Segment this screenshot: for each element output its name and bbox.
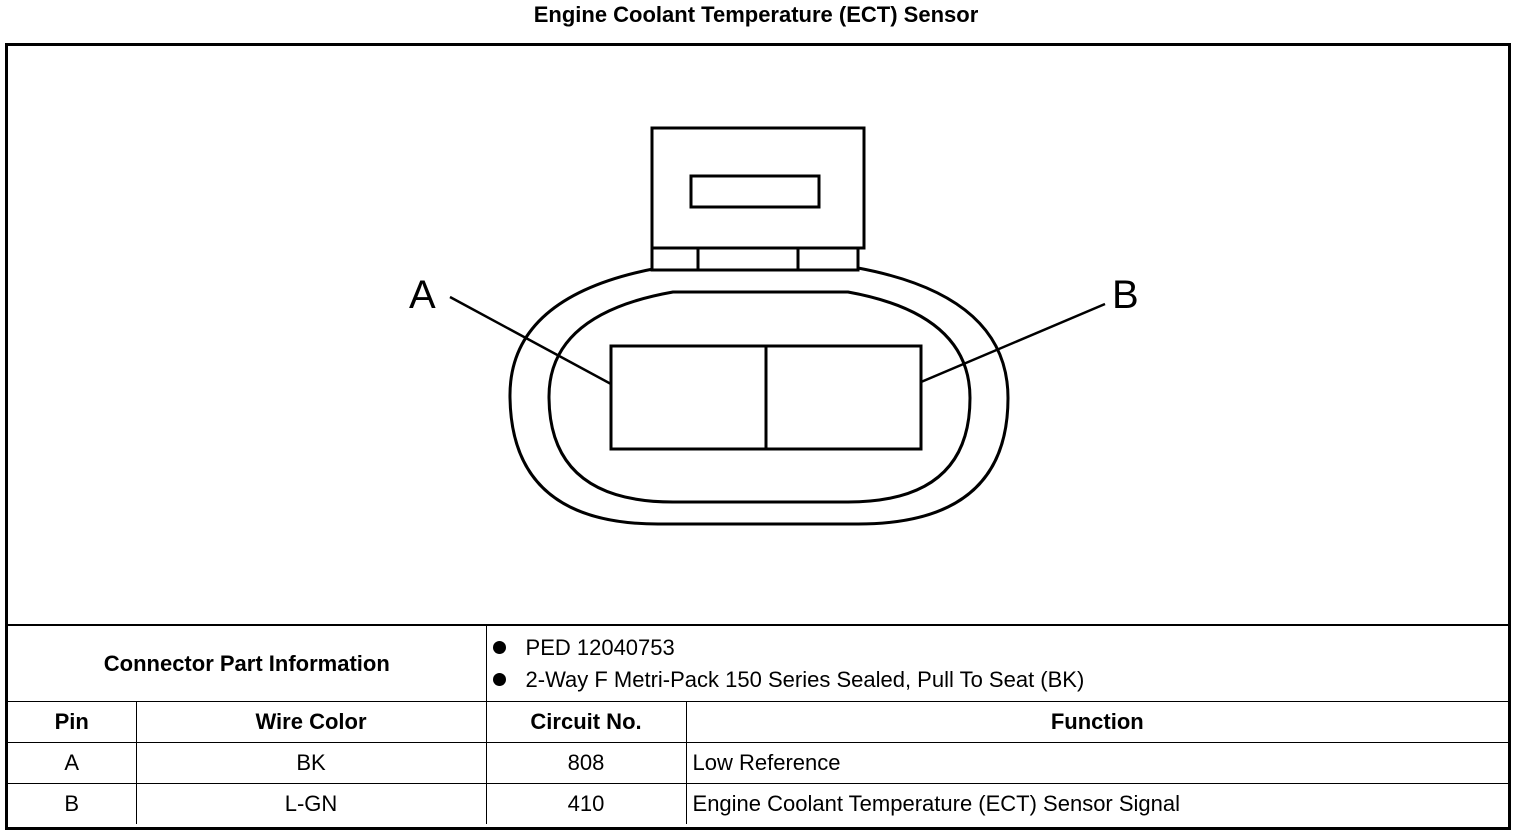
header-function: Function	[685, 701, 1509, 743]
header-circuit-no: Circuit No.	[485, 701, 687, 743]
connector-diagram: A B	[8, 46, 1508, 624]
cell-wire-color: BK	[135, 742, 487, 784]
connector-info-row: Connector Part Information PED 12040753 …	[8, 624, 1509, 702]
connector-info-item: PED 12040753	[525, 634, 675, 660]
connector-frame: A B Connector Part Information PED 12040…	[5, 43, 1511, 830]
locking-tab-slot	[689, 174, 821, 209]
connector-info-label: Connector Part Information	[8, 624, 487, 702]
table-row: B L-GN 410 Engine Coolant Temperature (E…	[8, 783, 1509, 824]
header-pin: Pin	[8, 701, 137, 743]
list-item: 2-Way F Metri-Pack 150 Series Sealed, Pu…	[492, 664, 1503, 696]
cavity-a	[609, 344, 768, 451]
list-item: PED 12040753	[492, 632, 1503, 664]
table-row: A BK 808 Low Reference	[8, 742, 1509, 784]
bullet-icon	[492, 673, 506, 686]
page-title: Engine Coolant Temperature (ECT) Sensor	[533, 2, 979, 27]
leader-line-a	[449, 295, 612, 386]
pin-label-b: B	[1112, 273, 1139, 317]
outer-seal	[508, 266, 1010, 526]
locking-tab	[650, 126, 866, 250]
cell-pin: A	[8, 742, 137, 784]
connector-face-drawing: A B	[409, 126, 1139, 526]
inner-body	[547, 290, 972, 504]
connector-info-list: PED 12040753 2-Way F Metri-Pack 150 Seri…	[485, 624, 1509, 702]
bullet-icon	[492, 641, 506, 654]
tab-base	[650, 246, 860, 272]
header-wire-color: Wire Color	[135, 701, 487, 743]
cell-function: Engine Coolant Temperature (ECT) Sensor …	[685, 783, 1509, 824]
cell-circuit-no: 808	[485, 742, 687, 784]
cell-circuit-no: 410	[485, 783, 687, 824]
leader-line-b	[920, 302, 1106, 384]
cell-pin: B	[8, 783, 137, 824]
cell-function: Low Reference	[685, 742, 1509, 784]
table-header-row: Pin Wire Color Circuit No. Function	[8, 701, 1509, 743]
connector-info-item: 2-Way F Metri-Pack 150 Series Sealed, Pu…	[525, 666, 1085, 692]
cavity-b	[764, 344, 923, 451]
connector-table: Connector Part Information PED 12040753 …	[8, 624, 1509, 824]
pin-label-a: A	[409, 273, 436, 317]
cell-wire-color: L-GN	[135, 783, 487, 824]
